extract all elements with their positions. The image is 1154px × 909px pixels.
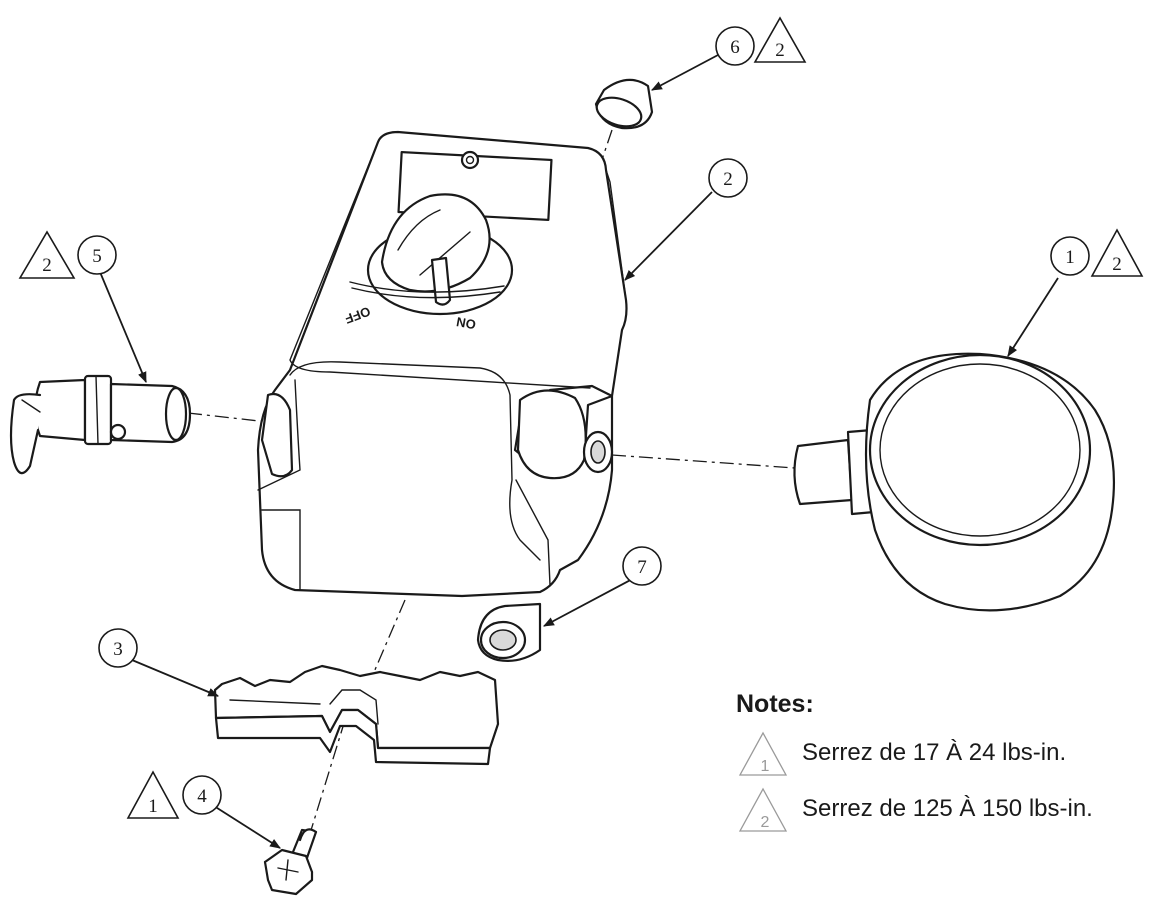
- svg-text:3: 3: [113, 639, 123, 660]
- svg-text:2: 2: [775, 40, 785, 61]
- svg-text:1: 1: [148, 796, 158, 817]
- part-3-mounting-bracket: [213, 664, 500, 766]
- dial-label-on: ON: [455, 314, 477, 332]
- callout-note-triangle-part-1: 2: [1090, 228, 1144, 277]
- svg-text:1: 1: [1065, 247, 1075, 268]
- callout-note-triangle-part-6: 2: [753, 16, 807, 63]
- part-2-switch-housing: OFF ON: [256, 130, 628, 598]
- note-text-2: Serrez de 125 À 150 lbs-in.: [802, 795, 1093, 822]
- note-item-2: 2 Serrez de 125 À 150 lbs-in.: [736, 785, 1093, 841]
- callout-part-7: 7: [622, 546, 662, 586]
- callout-part-4: 4: [182, 775, 222, 815]
- svg-text:2: 2: [1112, 254, 1122, 275]
- part-5-unloader-valve: [9, 374, 192, 475]
- svg-text:1: 1: [761, 758, 770, 775]
- svg-text:2: 2: [723, 169, 733, 190]
- part-6-cap: [594, 78, 654, 130]
- leader-lines: [99, 54, 1059, 849]
- callout-part-1: 1: [1050, 236, 1090, 276]
- svg-text:2: 2: [761, 814, 770, 831]
- callout-part-2: 2: [708, 158, 748, 198]
- callout-part-5: 5: [77, 235, 117, 275]
- svg-text:6: 6: [730, 37, 740, 58]
- note-triangle-marker-2: 2: [738, 787, 788, 832]
- note-text-1: Serrez de 17 À 24 lbs-in.: [802, 739, 1067, 766]
- note-triangle-marker-1: 1: [738, 731, 788, 776]
- svg-text:2: 2: [42, 255, 52, 276]
- callout-part-3: 3: [98, 628, 138, 668]
- svg-text:4: 4: [197, 786, 207, 807]
- callout-note-triangle-part-5: 2: [18, 230, 76, 279]
- callout-note-triangle-part-4: 1: [126, 770, 180, 819]
- part-7-fitting: [476, 602, 542, 662]
- part-1-pressure-gauge: [793, 352, 1116, 612]
- notes-title: Notes:: [736, 690, 814, 718]
- svg-text:7: 7: [637, 557, 647, 578]
- callout-part-6: 6: [715, 26, 755, 66]
- note-item-1: 1 Serrez de 17 À 24 lbs-in.: [736, 729, 1066, 785]
- svg-text:5: 5: [92, 246, 102, 267]
- part-4-screw: [263, 828, 318, 896]
- notes-panel: Notes: 1 Serrez de 17 À 24 lbs-in. 2 Ser…: [736, 690, 1093, 841]
